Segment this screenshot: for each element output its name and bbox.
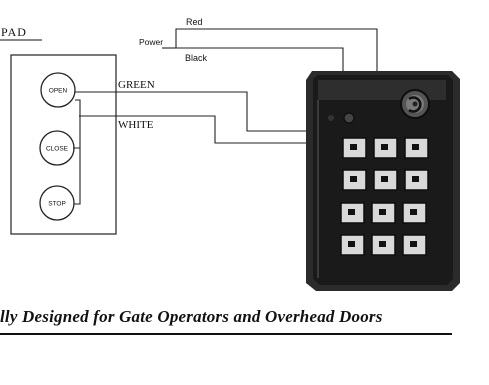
black-wire-label: Black — [185, 53, 208, 63]
pad-panel — [10, 54, 117, 235]
green-wire-label: GREEN — [118, 79, 155, 91]
indicator-light-icon — [328, 112, 355, 124]
tagline: lly Designed for Gate Operators and Over… — [0, 307, 383, 326]
common-wire — [73, 99, 81, 205]
tagline-underline — [0, 333, 452, 335]
close-button[interactable]: CLOSE — [39, 130, 75, 166]
open-button[interactable]: OPEN — [40, 72, 76, 108]
open-button-label: OPEN — [49, 88, 68, 95]
red-wire-label: Red — [186, 17, 203, 27]
white-wire — [79, 115, 318, 144]
power-label: Power — [139, 37, 163, 47]
stop-button[interactable]: STOP — [39, 185, 75, 221]
green-wire — [75, 91, 318, 132]
stop-button-label: STOP — [48, 201, 66, 208]
close-button-label: CLOSE — [46, 146, 69, 153]
key-marks — [348, 144, 419, 247]
black-wire — [176, 47, 344, 76]
pad-label: PAD — [1, 25, 27, 39]
red-wire — [175, 28, 378, 76]
white-wire-label: WHITE — [118, 119, 154, 131]
speaker-grille-icon — [400, 89, 430, 119]
keypad-device — [306, 71, 460, 291]
